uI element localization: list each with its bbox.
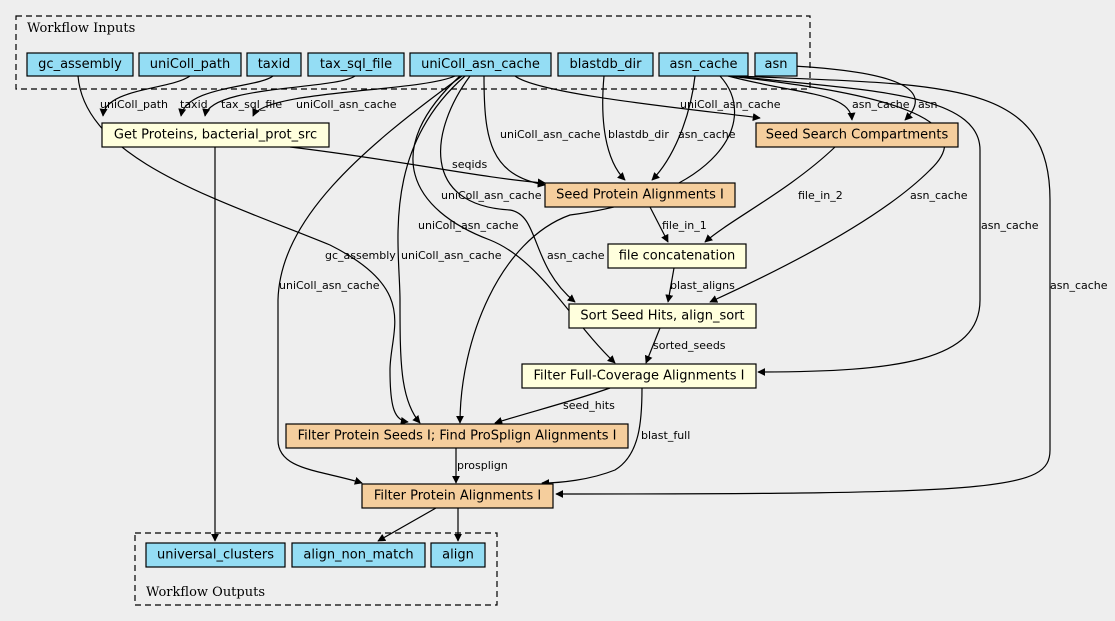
edge-label-seed-hits: seed_hits bbox=[563, 399, 615, 412]
workflow-inputs-label: Workflow Inputs bbox=[27, 21, 135, 36]
edge-uac-seedsearch bbox=[514, 75, 761, 122]
step-filter-full-label: Filter Full-Coverage Alignments I bbox=[533, 369, 744, 384]
edge-label-prosplign: prosplign bbox=[457, 459, 508, 472]
edge-label-asn: asn bbox=[918, 98, 937, 111]
edge-align-non-match bbox=[377, 507, 437, 542]
edge-label-asn-full: asn_cache bbox=[981, 219, 1039, 232]
input-asn-cache[interactable]: asn_cache bbox=[658, 52, 749, 77]
edge-label-uac-get: uniColl_asn_cache bbox=[296, 98, 397, 111]
input-tax-sql-file[interactable]: tax_sql_file bbox=[307, 52, 405, 77]
output-align-label: align bbox=[442, 548, 474, 563]
edge-label-seqids: seqids bbox=[452, 158, 488, 171]
step-filter-protein-seeds[interactable]: Filter Protein Seeds I; Find ProSplign A… bbox=[285, 423, 629, 449]
edge-label-blast-aligns: blast_aligns bbox=[670, 279, 735, 292]
input-asn-label: asn bbox=[765, 57, 788, 72]
edge-labels: uniColl_path taxid tax_sql_file uniColl_… bbox=[100, 98, 1108, 472]
edge-asn-filterseeds bbox=[456, 75, 736, 424]
step-seed-protein-label: Seed Protein Alignments I bbox=[556, 188, 724, 203]
step-filter-seeds-label: Filter Protein Seeds I; Find ProSplign A… bbox=[298, 429, 617, 444]
edge-label-asn-filterseeds: asn_cache bbox=[547, 249, 605, 262]
step-sort-seed-label: Sort Seed Hits, align_sort bbox=[580, 309, 744, 324]
edge-label-uac-filteralign: uniColl_asn_cache bbox=[279, 279, 380, 292]
edge-gc-assembly bbox=[77, 75, 409, 425]
edge-label-blastdb-dir: blastdb_dir bbox=[608, 128, 669, 141]
edge-asn bbox=[792, 65, 916, 121]
edge-taxid bbox=[178, 75, 274, 117]
edges bbox=[77, 65, 1051, 542]
edge-label-uac-seedsearch: uniColl_asn_cache bbox=[680, 98, 781, 111]
step-sort-seed-hits[interactable]: Sort Seed Hits, align_sort bbox=[568, 303, 757, 329]
step-filter-full-coverage[interactable]: Filter Full-Coverage Alignments I bbox=[521, 363, 757, 389]
edge-label-uac-seedprot: uniColl_asn_cache bbox=[500, 128, 601, 141]
edge-uniColl-path bbox=[99, 75, 191, 117]
input-uniColl-path[interactable]: uniColl_path bbox=[138, 52, 242, 77]
input-taxid-label: taxid bbox=[258, 57, 291, 72]
edge-filein1 bbox=[649, 206, 669, 243]
step-seed-search-label: Seed Search Compartments bbox=[766, 128, 949, 143]
edge-filein2 bbox=[704, 146, 836, 243]
edge-asn-full bbox=[734, 75, 981, 376]
input-blastdb-dir-label: blastdb_dir bbox=[570, 57, 643, 72]
input-blastdb-dir[interactable]: blastdb_dir bbox=[557, 52, 654, 77]
step-file-concatenation[interactable]: file concatenation bbox=[607, 243, 747, 269]
edge-uac-seedprot bbox=[483, 75, 546, 188]
output-universal-clusters-label: universal_clusters bbox=[157, 548, 274, 563]
input-tax-sql-file-label: tax_sql_file bbox=[320, 57, 392, 72]
input-uniColl-asn-cache-label: uniColl_asn_cache bbox=[421, 57, 540, 72]
input-gc-assembly-label: gc_assembly bbox=[38, 57, 122, 72]
edge-label-uniColl-path: uniColl_path bbox=[100, 98, 168, 111]
edge-asn-seedprot bbox=[651, 75, 696, 181]
edge-label-blast-full: blast_full bbox=[641, 429, 690, 442]
edge-label-asn-sort: asn_cache bbox=[910, 189, 968, 202]
input-uniColl-path-label: uniColl_path bbox=[150, 57, 230, 72]
edge-blast-aligns bbox=[665, 267, 675, 303]
output-align-non-match[interactable]: align_non_match bbox=[291, 542, 426, 568]
edge-asn-filteralign bbox=[555, 75, 1051, 498]
workflow-inputs-cluster: Workflow Inputs bbox=[15, 15, 811, 90]
edge-seed-hits bbox=[494, 387, 611, 425]
workflow-outputs-cluster: Workflow Outputs bbox=[134, 532, 498, 606]
step-get-proteins[interactable]: Get Proteins, bacterial_prot_src bbox=[101, 122, 330, 148]
edge-sorted-seeds bbox=[644, 327, 661, 364]
edge-asn-seedsearch bbox=[727, 75, 856, 121]
edge-uac-get bbox=[252, 75, 456, 117]
edge-label-uac-filterseeds: uniColl_asn_cache bbox=[401, 249, 502, 262]
step-seed-search-compartments[interactable]: Seed Search Compartments bbox=[755, 122, 959, 148]
edge-seqids bbox=[289, 146, 546, 187]
edge-label-asn-seedprot: asn_cache bbox=[678, 128, 736, 141]
input-taxid[interactable]: taxid bbox=[246, 52, 302, 77]
edge-uac-filterseeds bbox=[397, 75, 466, 424]
output-universal-clusters[interactable]: universal_clusters bbox=[145, 542, 286, 568]
input-asn-cache-label: asn_cache bbox=[670, 57, 738, 72]
edge-label-tax-sql-file: tax_sql_file bbox=[221, 98, 282, 111]
step-filter-protein-alignments[interactable]: Filter Protein Alignments I bbox=[361, 483, 554, 509]
edge-label-uac-sort: uniColl_asn_cache bbox=[441, 189, 542, 202]
step-get-proteins-label: Get Proteins, bacterial_prot_src bbox=[114, 128, 317, 143]
edge-tax-sql-file bbox=[202, 75, 356, 117]
edge-label-asn-filteralign: asn_cache bbox=[1050, 279, 1108, 292]
workflow-outputs-label: Workflow Outputs bbox=[146, 585, 265, 600]
step-file-concat-label: file concatenation bbox=[619, 249, 736, 264]
edge-uac-sort bbox=[439, 75, 576, 303]
step-seed-protein-alignments[interactable]: Seed Protein Alignments I bbox=[544, 182, 736, 208]
edge-uac-filteralign bbox=[277, 75, 463, 485]
edge-label-sorted-seeds: sorted_seeds bbox=[653, 339, 726, 352]
output-align[interactable]: align bbox=[430, 542, 486, 568]
edge-blastdb bbox=[602, 75, 626, 181]
edge-label-file-in-2: file_in_2 bbox=[798, 189, 843, 202]
input-uniColl-asn-cache[interactable]: uniColl_asn_cache bbox=[409, 52, 552, 77]
input-asn[interactable]: asn bbox=[754, 52, 798, 77]
edge-label-uac-full: uniColl_asn_cache bbox=[418, 219, 519, 232]
output-align-non-match-label: align_non_match bbox=[303, 548, 413, 563]
input-gc-assembly[interactable]: gc_assembly bbox=[26, 52, 134, 77]
edge-asn-sort bbox=[709, 75, 946, 303]
edge-label-gc-assembly: gc_assembly bbox=[325, 249, 396, 262]
edge-label-asn-seedsearch: asn_cache bbox=[852, 98, 910, 111]
edge-blast-full bbox=[541, 387, 643, 487]
step-filter-align-label: Filter Protein Alignments I bbox=[374, 489, 541, 504]
edge-label-taxid: taxid bbox=[180, 98, 208, 111]
edge-label-file-in-1: file_in_1 bbox=[662, 219, 707, 232]
